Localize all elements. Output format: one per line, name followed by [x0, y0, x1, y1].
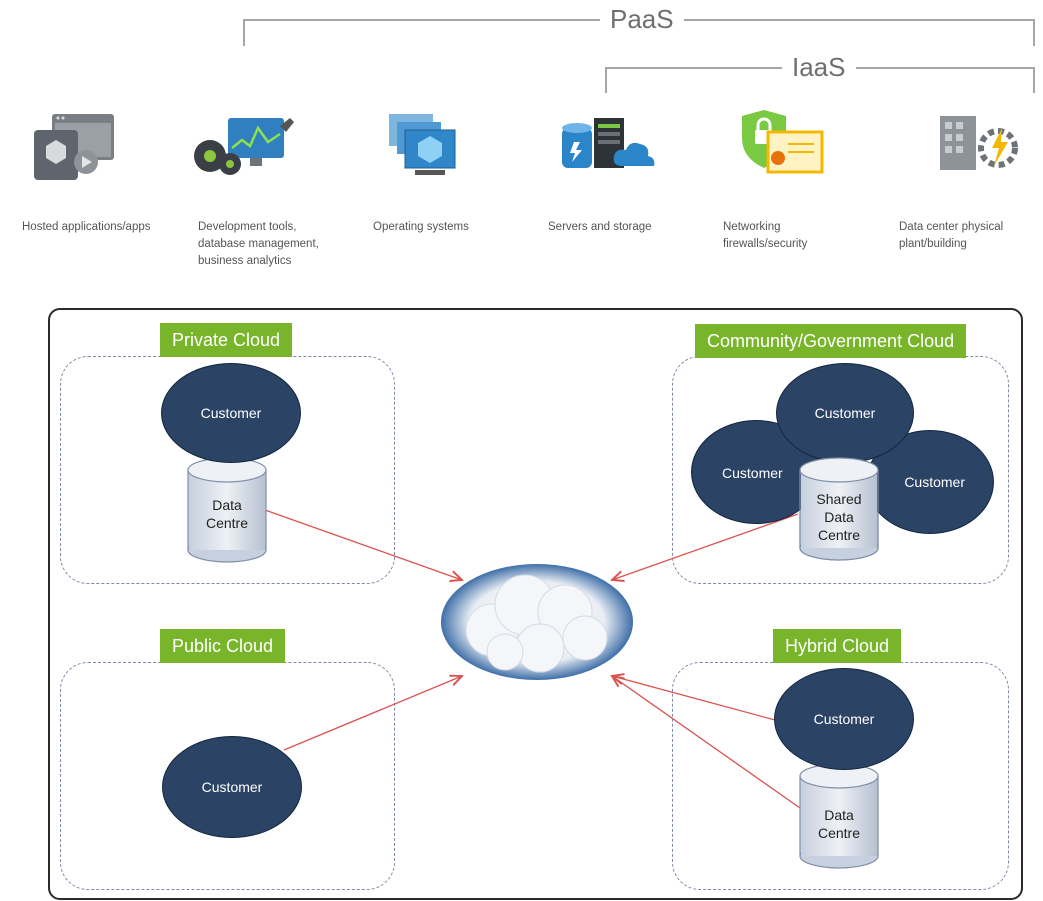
dev-tools-icon — [188, 112, 298, 187]
private-data-centre-cylinder — [187, 457, 267, 563]
public-customer-node: Customer — [162, 736, 302, 838]
cloud-puffs — [465, 574, 608, 673]
hosted-apps-icon — [30, 110, 120, 190]
shared-data-centre-label: Shared Data Centre — [816, 491, 862, 543]
hybrid-cloud-tag: Hybrid Cloud — [773, 629, 902, 663]
hybrid-data-centre-cylinder — [799, 763, 879, 869]
community-customer-top: Customer — [776, 363, 914, 463]
private-cloud-tag: Private Cloud — [160, 323, 293, 357]
private-customer-node: Customer — [161, 363, 301, 463]
service-label-datacenter: Data center physical plant/building — [899, 221, 1004, 250]
service-label-operating-systems: Operating systems — [373, 221, 469, 233]
arrow-public-to-cloud — [283, 676, 462, 751]
arrow-hybrid-customer-to-cloud — [612, 676, 776, 721]
servers-storage-icon — [558, 112, 658, 182]
paas-label: PaaS — [600, 4, 684, 34]
service-label-networking: Networking firewalls/security — [723, 221, 808, 250]
network-security-icon — [738, 106, 828, 186]
hybrid-data-centre-label: Data Centre — [817, 807, 861, 841]
deployment-models-panel — [48, 308, 1023, 900]
community-cloud-tag: Community/Government Cloud — [695, 324, 967, 358]
operating-systems-icon — [385, 110, 465, 190]
service-label-hosted-apps: Hosted applications/apps — [22, 221, 151, 233]
datacenter-building-icon — [936, 112, 1026, 182]
arrow-community-to-cloud — [612, 513, 799, 580]
service-label-servers-storage: Servers and storage — [548, 221, 652, 233]
arrow-private-to-cloud — [264, 509, 462, 580]
service-label-dev-tools: Development tools, database management, … — [198, 221, 319, 267]
hybrid-customer-node: Customer — [774, 668, 914, 770]
iaas-label: IaaS — [782, 52, 856, 82]
private-data-centre-label: Data Centre — [205, 497, 249, 531]
arrow-hybrid-datacentre-to-cloud — [612, 676, 801, 809]
public-cloud-tag: Public Cloud — [160, 629, 286, 663]
